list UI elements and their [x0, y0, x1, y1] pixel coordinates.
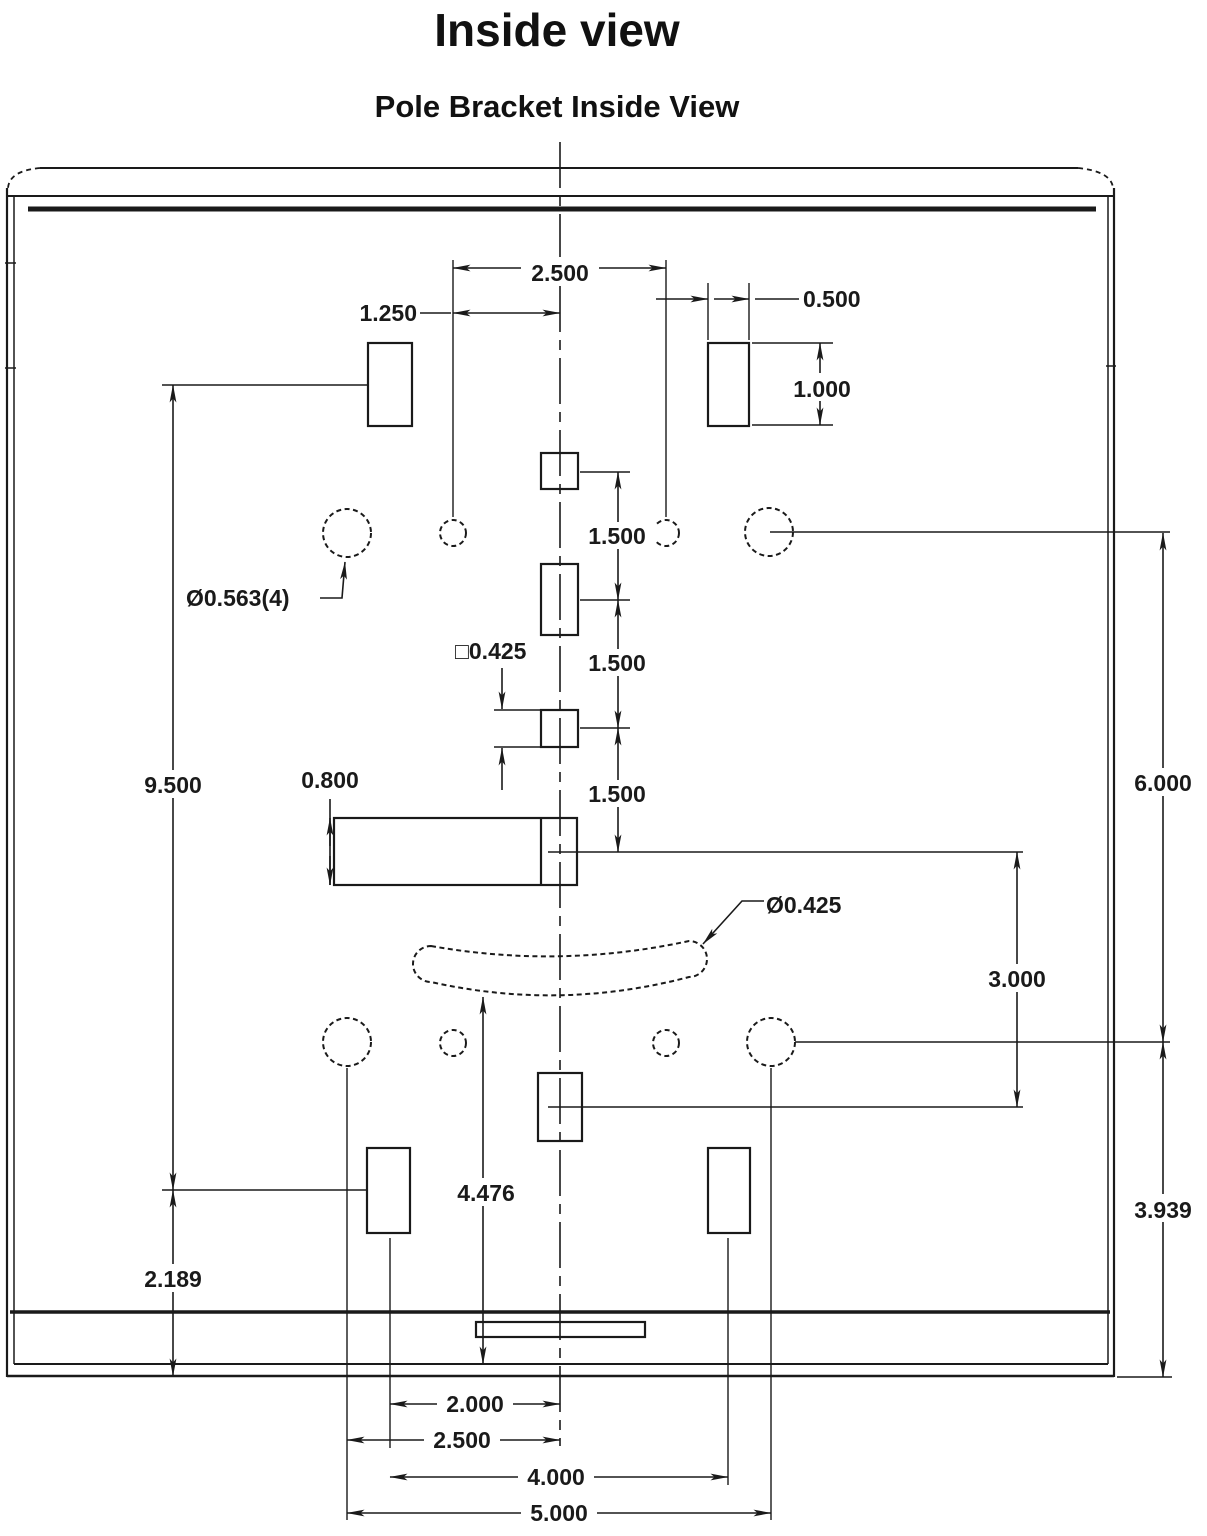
top-right-slot: [706, 341, 751, 428]
dim-bottom-slot-spacing: 4.000: [527, 1464, 585, 1490]
dim-tab-width: 0.500: [803, 286, 861, 312]
dim-bottom-slot-to-center: 2.000: [446, 1391, 504, 1417]
dim-circle-offset-left: 1.250: [359, 300, 417, 326]
leader-corner-holes: [320, 561, 347, 599]
corner-hole-bottom-right: [746, 1017, 796, 1067]
corner-hole-top-left: [322, 508, 372, 558]
dim-left-height: 9.500: [144, 772, 202, 798]
center-square-hole-1: [539, 451, 580, 491]
drawing-titles: Inside view Pole Bracket Inside View: [375, 4, 741, 124]
top-right-corner-radius: [1077, 167, 1114, 189]
corner-hole-bottom-left: [322, 1017, 372, 1067]
edge-ticks: [5, 262, 1116, 369]
top-left-corner-radius: [7, 167, 41, 189]
bottom-left-slot: [365, 1146, 412, 1235]
dim-circle-spacing-top: 2.500: [531, 260, 589, 286]
dim-pitch-2: 1.500: [588, 650, 646, 676]
dimension-lines: [169, 264, 1167, 1517]
small-hole-bottom-right: [652, 1029, 680, 1057]
dim-right-bottom: 3.939: [1134, 1197, 1192, 1223]
label-corner-holes: Ø0.563(4): [186, 585, 290, 611]
bottom-right-slot: [706, 1146, 752, 1235]
top-left-slot: [366, 341, 414, 428]
dim-wide-slot-height: 0.800: [301, 767, 359, 793]
dim-pitch-1: 1.500: [588, 523, 646, 549]
page-title: Inside view: [434, 4, 680, 56]
dim-pitch-3: 1.500: [588, 781, 646, 807]
label-arc-slot: Ø0.425: [766, 892, 842, 918]
leader-arc-slot: [702, 900, 764, 945]
small-hole-bottom-left: [439, 1029, 467, 1057]
dim-arc-to-bottom: 4.476: [457, 1180, 515, 1206]
curved-arc-slot: [412, 939, 708, 997]
extension-lines: [162, 260, 1172, 1520]
label-square-hole: □0.425: [455, 638, 527, 664]
small-hole-top-left: [439, 519, 467, 547]
drawing-subtitle: Pole Bracket Inside View: [375, 89, 741, 124]
bracket-cutouts: [322, 341, 796, 1339]
center-square-hole-2: [539, 708, 580, 749]
bottom-tab-slot: [474, 1320, 647, 1339]
dim-bottom-circle-to-center: 2.500: [433, 1427, 491, 1453]
dim-right-height: 6.000: [1134, 770, 1192, 796]
dim-tab-height: 1.000: [793, 376, 851, 402]
dim-left-bottom: 2.189: [144, 1266, 202, 1292]
center-slot-hole: [539, 562, 580, 637]
dim-bottom-circle-spacing: 5.000: [530, 1500, 588, 1526]
dim-mid-height: 3.000: [988, 966, 1046, 992]
dimension-labels: 9.500 2.189 2.500 1.250 0.500 1.000 1.50…: [133, 257, 1204, 1526]
small-hole-top-right: [652, 519, 680, 547]
